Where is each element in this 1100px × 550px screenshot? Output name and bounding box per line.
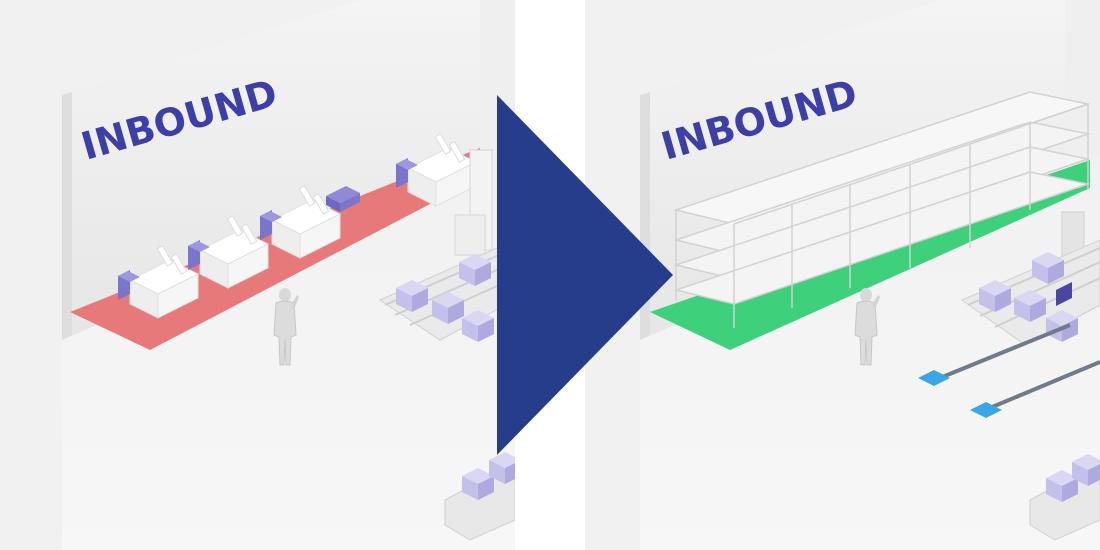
floor-marker (918, 370, 950, 386)
forklift (454, 149, 493, 256)
before-panel: INBOUND (0, 0, 521, 550)
floor-marker (970, 402, 1002, 418)
after-panel: INBOUND (585, 0, 1100, 550)
agv-path (918, 323, 1100, 418)
storage-rack (673, 91, 1091, 328)
conveyor (960, 239, 1100, 346)
agv-robot (1029, 454, 1100, 541)
play-triangle-icon (497, 95, 673, 455)
